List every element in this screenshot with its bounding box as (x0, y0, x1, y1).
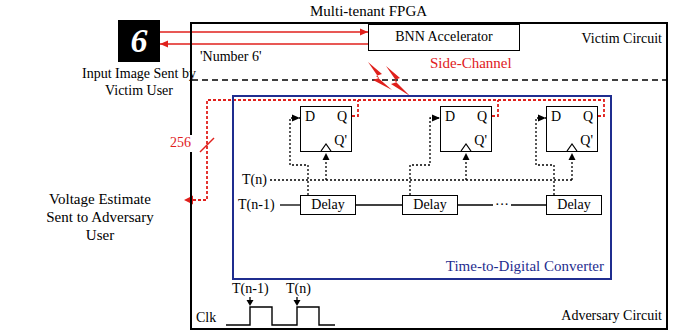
partition-line (192, 79, 666, 81)
arrow-head (538, 114, 546, 121)
clock-triangle (460, 143, 472, 151)
edge-label: 'Number 6' (200, 49, 261, 66)
side-channel-label: Side-Channel (430, 54, 512, 72)
flip-flop: D Q Q' (440, 106, 492, 152)
accelerator-box: BNN Accelerator (368, 24, 520, 51)
bus-width: 256 (169, 135, 192, 152)
tdc-box: Time-to-Digital Converter D Q Q' D Q Q' D Q Q' Del… (232, 95, 612, 280)
output-note: Voltage Estimate Sent to Adversary User (35, 190, 165, 244)
signal-name: Clk (196, 310, 216, 327)
box-label: BNN Accelerator (395, 29, 493, 46)
bus-slash (200, 138, 214, 152)
clock-triangle (320, 143, 332, 151)
digit-glyph: 6 (131, 24, 148, 58)
pin-label: Q' (334, 133, 347, 150)
arrow-head (463, 153, 470, 160)
clock-triangle (566, 143, 578, 151)
pin-label: Q' (580, 133, 593, 150)
region-label: Adversary Circuit (561, 308, 662, 325)
arrow-head (247, 300, 254, 306)
box-label: Delay (311, 197, 344, 214)
pin-label: Q' (474, 133, 487, 150)
title-text: Multi-tenant FPGA (310, 2, 427, 20)
pin-label: Q (477, 109, 487, 126)
pin-label: D (305, 109, 315, 126)
flip-flop: D Q Q' (546, 106, 598, 152)
box-label: Delay (557, 197, 590, 214)
delay-box: Delay (402, 195, 458, 215)
lightning-bolt (386, 66, 410, 96)
signal-name: T(n) (242, 172, 267, 189)
image-caption: Input Image Sent by Victim User (74, 66, 204, 100)
tap-wire (410, 118, 440, 195)
tdc-title: Time-to-Digital Converter (446, 257, 604, 275)
box-label: Delay (413, 197, 446, 214)
delay-box: Delay (546, 195, 602, 215)
pin-label: Q (583, 109, 593, 126)
output-bus (191, 100, 604, 200)
clock-triangle-line (321, 144, 331, 151)
input-image: 6Input Image Sent by Victim User (118, 20, 160, 62)
arrow-head (569, 153, 576, 160)
flip-flop: D Q Q' (300, 106, 352, 152)
pin-label: D (551, 109, 561, 126)
clock-triangle-line (461, 144, 471, 151)
arrow-head (323, 153, 330, 160)
clock-triangle-line (567, 144, 577, 151)
signal-name: T(n) (286, 281, 311, 298)
pin-label: Q (337, 109, 347, 126)
clock-wire (465, 159, 466, 180)
arrow-head (360, 28, 368, 35)
delay-chain-wire (356, 204, 402, 205)
arrow-head (292, 114, 300, 121)
signal-name: T(n-1) (232, 281, 269, 298)
clock-waveform (226, 307, 335, 325)
pin-label: D (445, 109, 455, 126)
arrow-head (294, 300, 301, 306)
region-label: Victim Circuit (582, 31, 662, 48)
edge-label: ··· (493, 197, 511, 214)
input-wire (280, 204, 300, 205)
clock-wire (325, 159, 326, 180)
clock-line (270, 179, 572, 180)
signal-name: T(n-1) (238, 197, 275, 214)
clock-wire (571, 159, 572, 180)
delay-box: Delay (300, 195, 356, 215)
arrow-head (432, 114, 440, 121)
arrow-head (160, 40, 168, 47)
lightning-bolt (368, 62, 392, 90)
